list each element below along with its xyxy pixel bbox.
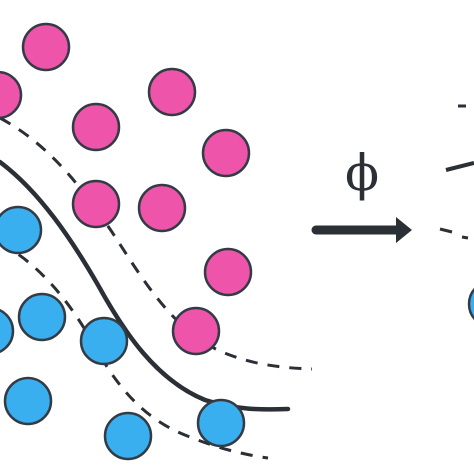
class-a-point <box>147 67 197 117</box>
class-b-point <box>103 411 153 461</box>
class-a-point <box>71 102 121 152</box>
class-a-point <box>201 128 251 178</box>
lower-margin-line <box>0 241 269 460</box>
mapping-panel: ϕ <box>311 144 412 243</box>
feature-lower-margin-dash-1 <box>439 227 453 234</box>
feature-space-panel <box>439 104 474 321</box>
input-space-panel <box>0 22 313 461</box>
class-b-points <box>0 205 246 461</box>
class-a-point <box>0 70 23 120</box>
class-a-point <box>171 306 221 356</box>
class-b-point <box>3 376 53 426</box>
class-a-point <box>203 247 253 297</box>
class-a-points <box>0 22 253 356</box>
class-b-point <box>0 308 15 354</box>
class-a-point <box>137 183 187 233</box>
class-b-point <box>196 398 246 448</box>
phi-mapping-label: ϕ <box>345 144 379 202</box>
feature-lower-margin-dash-2 <box>461 235 469 240</box>
class-b-point <box>17 292 67 342</box>
class-b-point <box>79 316 129 366</box>
right-arrow-icon <box>311 217 412 243</box>
decision-boundary <box>0 159 291 412</box>
feature-class-b-point <box>467 287 474 321</box>
margin-lines <box>0 116 313 460</box>
class-a-point <box>21 22 71 72</box>
class-b-point <box>0 205 43 255</box>
upper-margin-line <box>0 116 313 371</box>
class-a-point <box>71 179 121 229</box>
feature-boundary-fragment <box>445 161 474 172</box>
